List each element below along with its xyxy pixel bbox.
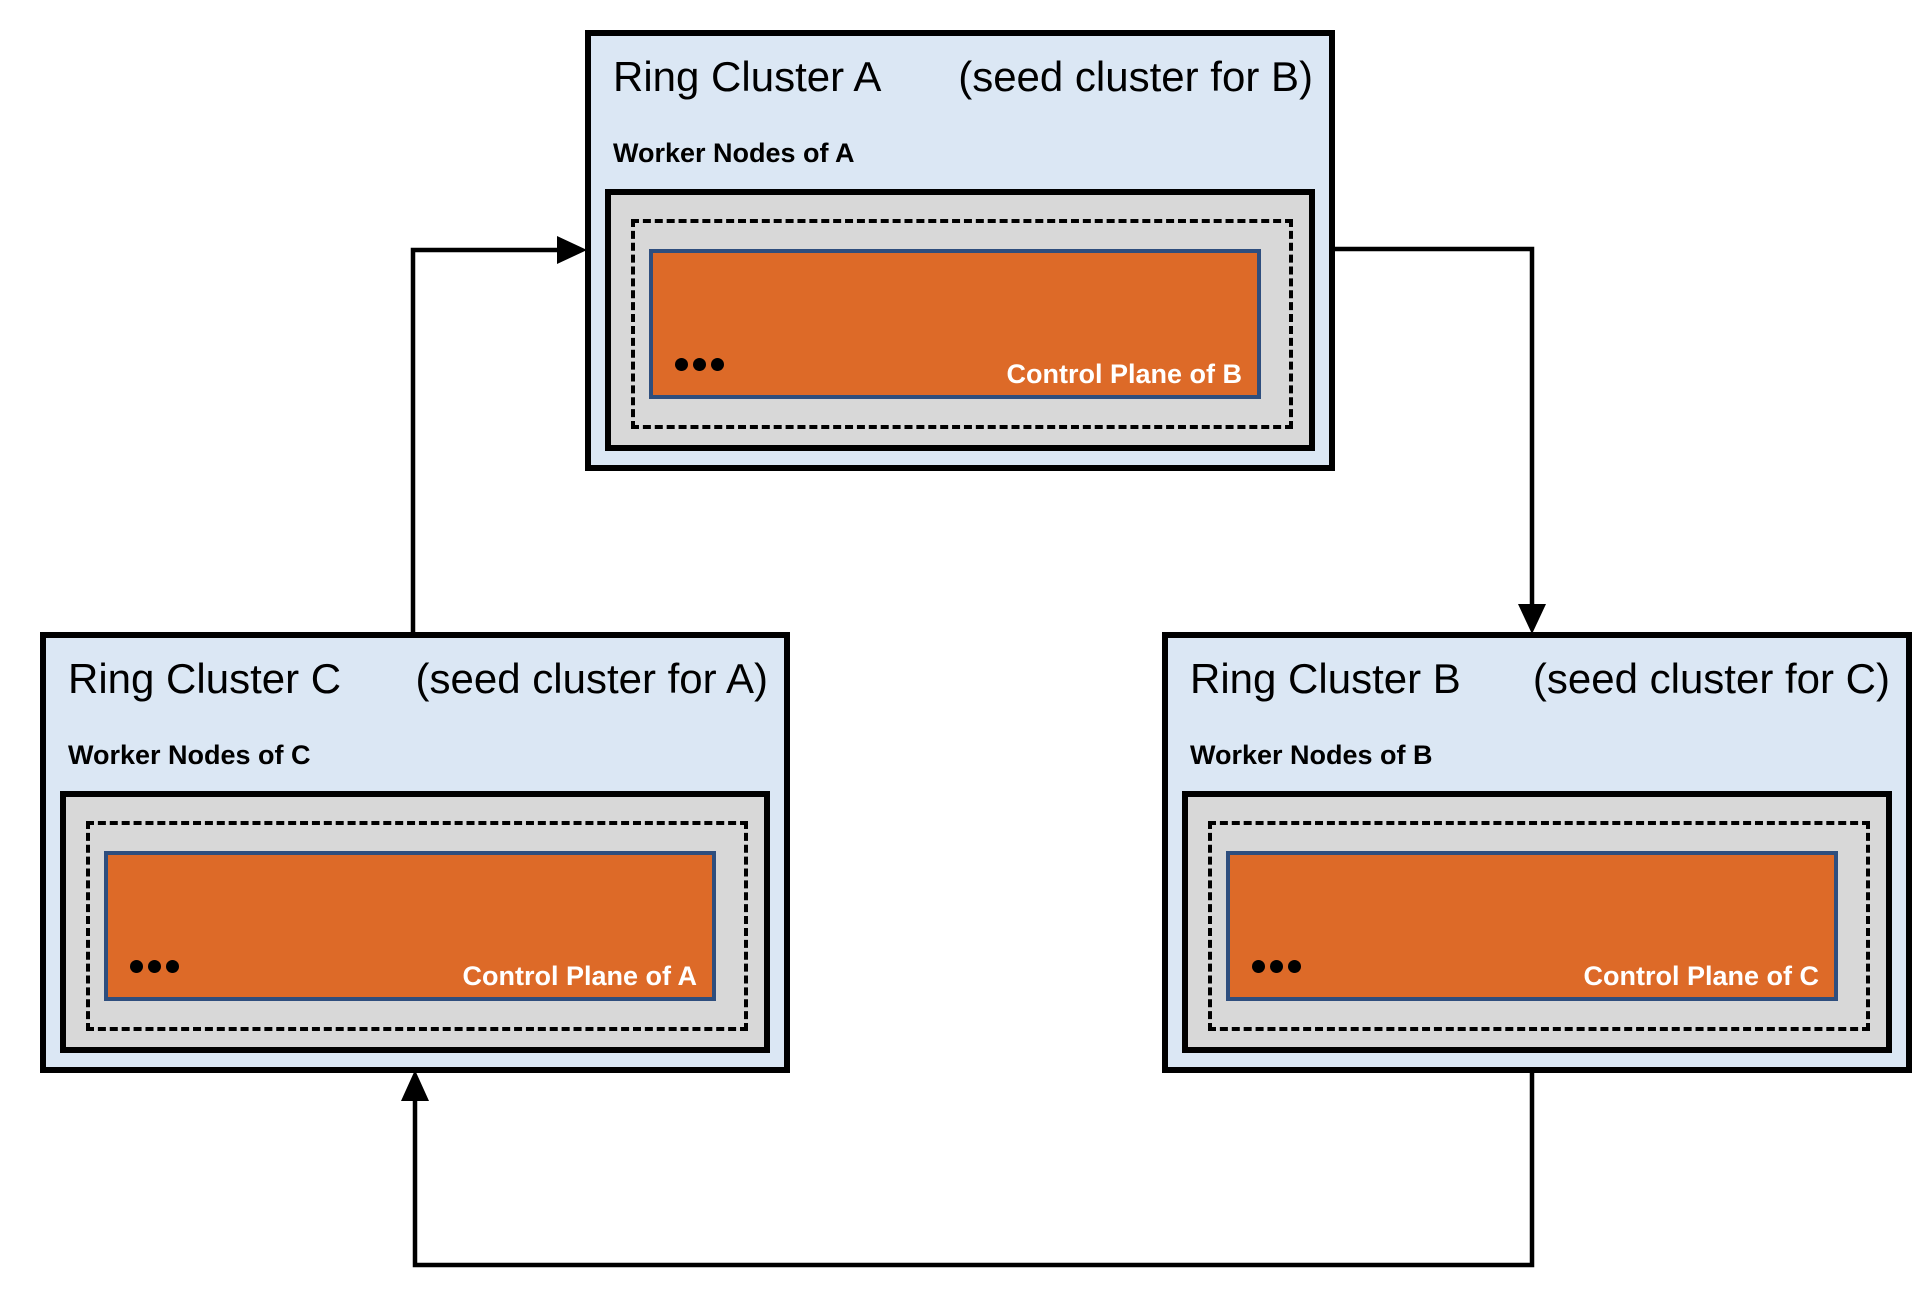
cluster-c-worker-label: Worker Nodes of C <box>68 740 311 770</box>
cluster-c-worker-box: Control Plane of A <box>60 791 770 1053</box>
ring-cluster-a-box: Ring Cluster A (seed cluster for B) Work… <box>585 30 1335 471</box>
ring-cluster-c-box: Ring Cluster C (seed cluster for A) Work… <box>40 632 790 1073</box>
cluster-a-control-plane-label: Control Plane of B <box>1006 358 1243 389</box>
arrow-c-to-a <box>410 236 587 636</box>
cluster-b-title-row: Ring Cluster B (seed cluster for C) <box>1190 654 1890 704</box>
arrow-b-to-c <box>401 1070 1535 1268</box>
cluster-a-dashed-boundary <box>631 219 1293 429</box>
cluster-c-subtitle: (seed cluster for A) <box>415 655 768 702</box>
cluster-a-worker-label: Worker Nodes of A <box>613 138 855 168</box>
cluster-b-control-plane-label: Control Plane of C <box>1583 960 1820 991</box>
cluster-c-title-row: Ring Cluster C (seed cluster for A) <box>68 654 768 704</box>
ellipsis-icon <box>130 960 179 973</box>
cluster-a-title: Ring Cluster A <box>613 53 882 100</box>
cluster-b-worker-label: Worker Nodes of B <box>1190 740 1433 770</box>
cluster-a-worker-box: Control Plane of B <box>605 189 1315 451</box>
ring-cluster-b-box: Ring Cluster B (seed cluster for C) Work… <box>1162 632 1912 1073</box>
cluster-b-subtitle: (seed cluster for C) <box>1532 655 1890 702</box>
arrow-a-to-b <box>1333 246 1546 634</box>
ellipsis-icon <box>675 358 724 371</box>
cluster-b-worker-box: Control Plane of C <box>1182 791 1892 1053</box>
cluster-a-subtitle: (seed cluster for B) <box>958 53 1313 100</box>
cluster-b-title: Ring Cluster B <box>1190 655 1461 702</box>
cluster-a-title-row: Ring Cluster A (seed cluster for B) <box>613 52 1313 102</box>
cluster-c-control-plane-label: Control Plane of A <box>462 960 698 991</box>
cluster-c-dashed-boundary <box>86 821 748 1031</box>
cluster-b-control-plane-box: Control Plane of C <box>1226 851 1838 1001</box>
cluster-b-dashed-boundary <box>1208 821 1870 1031</box>
cluster-c-control-plane-box: Control Plane of A <box>104 851 716 1001</box>
ellipsis-icon <box>1252 960 1301 973</box>
cluster-c-title: Ring Cluster C <box>68 655 342 702</box>
cluster-a-control-plane-box: Control Plane of B <box>649 249 1261 399</box>
